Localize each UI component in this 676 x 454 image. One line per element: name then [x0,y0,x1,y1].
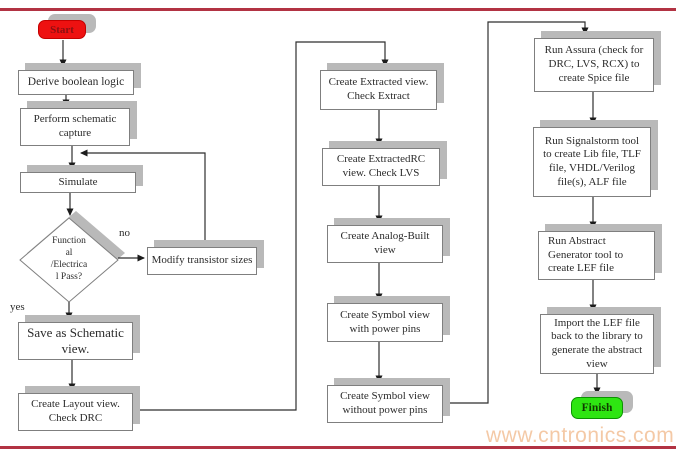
node-create-symbol-view-without-power-pins: Create Symbol view without power pins [327,385,443,423]
branch-label-no: no [119,227,130,239]
watermark-text: www.cntronics.com [486,424,675,447]
node-create-layout-view-check-drc: Create Layout view. Check DRC [18,393,133,431]
node-perform-schematic-capture: Perform schematic capture [20,108,130,146]
branch-label-yes: yes [10,301,25,313]
bottom-divider-line [0,446,676,449]
node-import-lef-generate-abstract-view: Import the LEF file back to the library … [540,314,654,374]
node-derive-boolean-logic: Derive boolean logic [18,70,134,95]
node-run-signalstorm-tool: Run Signalstorm tool to create Lib file,… [533,127,651,197]
node-create-analog-built-view: Create Analog-Built view [327,225,443,263]
node-start: Start [38,20,86,39]
node-create-extracted-view-check-extract: Create Extracted view. Check Extract [320,70,437,110]
node-modify-transistor-sizes: Modify transistor sizes [147,247,257,275]
decision-functional-electrical-pass-label: Function al /Electrica l Pass? [50,236,88,282]
node-run-assura-create-spice-file: Run Assura (check for DRC, LVS, RCX) to … [534,38,654,92]
node-save-as-schematic-view: Save as Schematic view. [18,322,133,360]
node-run-abstract-generator-create-lef: Run Abstract Generator tool to create LE… [538,231,655,280]
node-finish: Finish [571,397,623,419]
decision-diamond [19,211,125,303]
node-create-extractedrc-view-check-lvs: Create ExtractedRC view. Check LVS [322,148,440,186]
node-create-symbol-view-with-power-pins: Create Symbol view with power pins [327,303,443,342]
top-divider-line [0,8,676,11]
node-simulate: Simulate [20,172,136,193]
